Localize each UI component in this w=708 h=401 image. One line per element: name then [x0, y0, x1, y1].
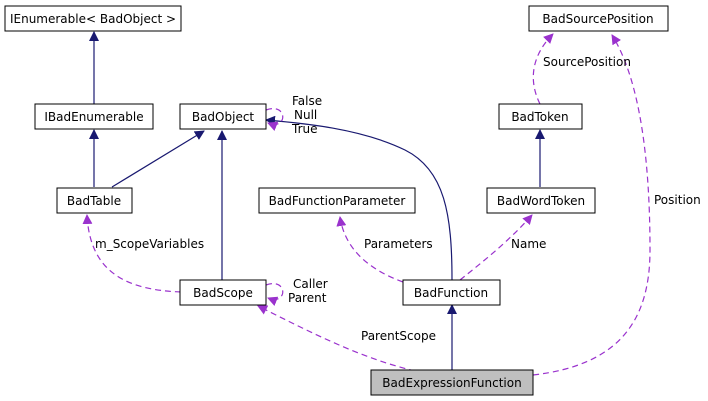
- label-parameters: Parameters: [364, 237, 433, 251]
- node-badscope[interactable]: BadScope: [179, 279, 267, 306]
- node-badtoken[interactable]: BadToken: [498, 103, 583, 130]
- label-false: False: [292, 94, 322, 108]
- edge-badtable-to-badobject: [111, 130, 205, 188]
- node-badobject-label: BadObject: [192, 110, 255, 124]
- node-badfunctionparameter-label: BadFunctionParameter: [269, 194, 406, 208]
- edge-parentscope: [257, 305, 416, 372]
- node-badsourceposition[interactable]: BadSourcePosition: [528, 5, 669, 32]
- edge-m-scopevariables: [82, 214, 182, 293]
- node-badtoken-label: BadToken: [511, 110, 568, 124]
- edge-badscope-self: [265, 283, 284, 306]
- edge-badfunction-to-badobject: [265, 115, 453, 281]
- node-badexpressionfunction[interactable]: BadExpressionFunction: [370, 369, 534, 396]
- node-badobject[interactable]: BadObject: [179, 103, 267, 130]
- label-name: Name: [511, 237, 546, 251]
- edge-parameters: [336, 216, 404, 283]
- label-true: True: [291, 122, 318, 136]
- label-sourceposition: SourcePosition: [543, 55, 631, 69]
- node-badtable[interactable]: BadTable: [56, 187, 133, 214]
- inheritance-edges: [89, 31, 545, 370]
- label-caller: Caller: [293, 277, 328, 291]
- edge-sourceposition: [532, 33, 554, 105]
- label-null: Null: [294, 108, 317, 122]
- node-badwordtoken[interactable]: BadWordToken: [486, 187, 596, 214]
- node-badfunction[interactable]: BadFunction: [402, 279, 501, 306]
- edge-labels: False Null True Caller Parent m_ScopeVar…: [95, 55, 701, 343]
- usage-edges: [82, 33, 651, 376]
- node-badexpressionfunction-label: BadExpressionFunction: [382, 376, 521, 390]
- node-badtable-label: BadTable: [67, 194, 121, 208]
- label-m-scopevariables: m_ScopeVariables: [95, 237, 204, 251]
- node-ienumerable-badobject[interactable]: IEnumerable< BadObject >: [4, 5, 182, 32]
- label-parentscope: ParentScope: [361, 329, 436, 343]
- node-ienumerable-badobject-label: IEnumerable< BadObject >: [10, 12, 176, 26]
- node-badfunction-label: BadFunction: [414, 286, 488, 300]
- edge-badobject-self: [265, 108, 284, 131]
- label-position: Position: [654, 193, 701, 207]
- node-badsourceposition-label: BadSourcePosition: [542, 12, 653, 26]
- node-ibadenumerable-label: IBadEnumerable: [44, 110, 143, 124]
- node-ibadenumerable[interactable]: IBadEnumerable: [34, 103, 154, 130]
- edge-position: [532, 34, 651, 376]
- node-badfunctionparameter[interactable]: BadFunctionParameter: [258, 187, 416, 214]
- node-badwordtoken-label: BadWordToken: [497, 194, 585, 208]
- node-badscope-label: BadScope: [193, 286, 253, 300]
- label-parent: Parent: [288, 291, 327, 305]
